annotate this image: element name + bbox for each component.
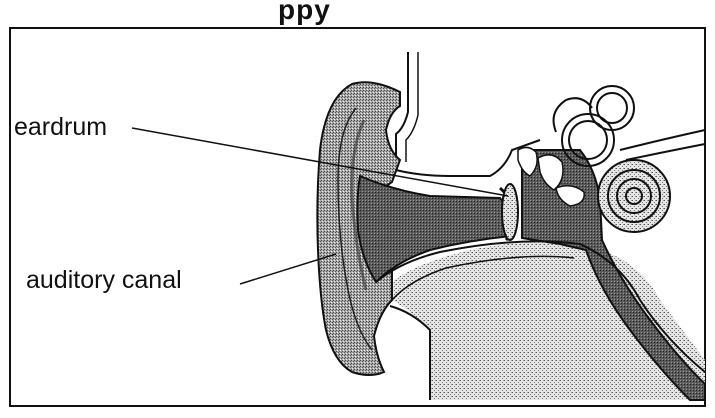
- label-auditory-canal: auditory canal: [26, 266, 182, 295]
- auditory-nerve: [620, 130, 705, 160]
- ossicle-malleus: [518, 147, 537, 176]
- eardrum-oval: [502, 184, 518, 240]
- label-eardrum: eardrum: [14, 113, 107, 142]
- cochlea: [598, 160, 670, 232]
- semicircular-canals: [554, 86, 634, 166]
